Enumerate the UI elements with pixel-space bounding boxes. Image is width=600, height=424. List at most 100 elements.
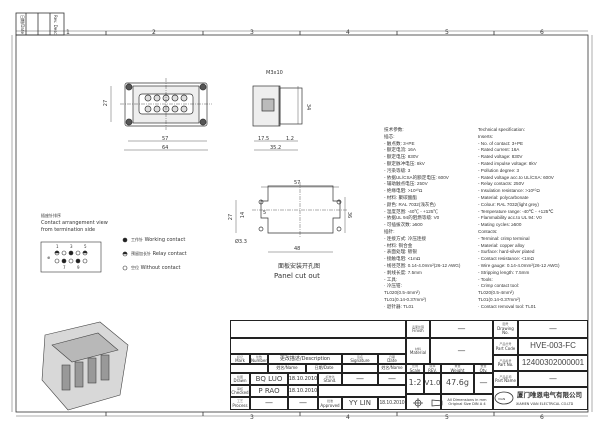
spec-line-en: Inserts: [478,133,494,139]
spec-line-zh: · 冷压钳: [384,283,402,289]
scale-value: 1:2 [406,373,424,394]
stand-name: — [342,373,378,385]
spec-line-zh: - 连接方式: 冷压连接 [384,235,427,241]
spec-line-zh: - 材料: 聚碳酸酯 [384,194,417,200]
spec-line-zh: - 污染等级: 3 [384,167,411,173]
spec-line-zh: TL020(0.5-4mm²) [384,290,420,296]
spec-line-zh: - 可插拔次数: ≥500 [384,222,423,228]
name-header: 姓名/Name [268,364,306,373]
weight-value: 47.6g [441,373,474,394]
corner-date-label: 日期/Date [20,15,25,34]
spec-line-en: - Stripping length: 7.5mm [478,269,530,275]
approved-name: YY LIN [342,397,378,410]
spec-line-en: · Contact removal tool: TL01 [478,303,536,309]
dim-label: 57 [162,136,169,142]
empty-circle-icon [122,265,128,271]
checked-name: P RAO [250,385,288,397]
qty-value: — [474,373,493,394]
spec-line-zh: - 线径范围: 0.14-4.0mm²(26-12 AWG) [384,262,461,268]
drawn-name: BQ LUO [250,373,288,385]
dim-label: 48 [294,246,301,252]
spec-line-en: TL01(0.14-0.37mm²) [478,296,521,302]
column-label: 6 [540,414,544,421]
drawn-date: 18.10.2010 [288,373,318,385]
part-code-value: HVE-003-FC [518,338,588,355]
part-name-value: — [518,371,588,387]
arrangement-diagram [40,237,128,273]
company-name-zh: 厦门唯恩电气有限公司 [517,391,582,399]
arrangement-title-en: Contact arrangement view [41,220,108,226]
dim-label: 34 [305,103,312,111]
pin-number: 9 [77,265,80,270]
spec-line-en: - Contact resistance: <1mΩ [478,256,534,262]
spec-line-zh: 插针: [384,228,395,234]
spec-line-zh: - 表面处理: 镀银 [384,249,417,255]
blank-diagonal [230,364,268,373]
pe-symbol: ⊕ [47,255,51,260]
column-label: 5 [445,29,449,36]
pin-number: 5 [84,244,87,249]
projection-cell [406,394,441,410]
front-view [110,78,212,151]
drawing-frame [15,34,589,413]
screw-label: M3x10 [266,70,283,76]
pin-number: 3 [70,244,73,249]
spec-line-zh: - 剥线长度: 7.5mm [384,269,422,275]
spec-line-zh: - 额定电压: 830V [384,154,419,160]
stand-date: — [378,373,406,385]
column-label: 5 [445,414,449,421]
corner-rev-label: Rev. Desc. [53,15,58,36]
spec-list-zh: 技术参数:插芯:- 触点数: 3+PE- 额定电流: 16A- 额定电压: 83… [384,127,474,311]
side-view [252,85,303,151]
dim-label: 27 [228,213,235,221]
spec-line-zh: - 辅助触点电压: 250V [384,181,428,187]
spec-line-en: TL020(0.5-4mm²) [478,290,514,296]
dim-label: 35.2 [270,145,282,151]
approved-date: 18.10.2010 [378,397,406,410]
spec-line-en: - Wire gauge: 0.14-4.0mm²(26-12 AWG) [478,262,560,268]
spec-line-zh: - 触点数: 3+PE [384,140,415,146]
legend-zh: 空位 [131,265,139,270]
spec-line-en: - Surface: hard-silver plated [478,249,535,255]
spec-line-en: - Pollution degree: 3 [478,167,520,173]
column-label: 6 [540,29,544,36]
column-label: 3 [250,29,254,36]
dim-label: 57 [294,180,301,186]
pin-number: 7 [63,265,66,270]
arrangement-subtitle-en: from termination side [41,227,96,233]
cutout-title-zh: 面板安装开孔图 [278,263,321,270]
dim-label: 5 [263,210,267,216]
rev-value: V1.0 [424,373,441,394]
spec-line-en: - Material: copper alloy [478,242,525,248]
cutout-title-en: Panel cut out [274,272,320,280]
date-col-header: 日期/Date [306,364,342,373]
name-header: 姓名/Name [378,364,406,373]
spec-line-en: - Mating cycles: ≥500 [478,222,522,228]
dim-label: 1.2 [286,136,294,142]
spec-line-zh: - 绝缘电阻: >10¹⁰Ω [384,188,423,194]
company-cell [493,387,588,410]
spec-line-en: - Material: polycarbonate [478,194,529,200]
spec-line-en: · Crimp contact tool: [478,283,520,289]
spec-line-en: - Rated current: 16A [478,147,520,153]
dim-label: 14 [240,211,247,219]
legend-en: Working contact [144,237,186,243]
legend-en: Relay contact [152,251,187,257]
spec-line-zh: 插芯: [384,133,395,139]
spec-line-en: - Flammability acc.to UL 94: V0 [478,215,542,221]
spec-line-zh: TL01(0.14-0.37mm²) [384,296,427,302]
spec-line-zh: - 接触电阻: <1mΩ [384,256,421,262]
